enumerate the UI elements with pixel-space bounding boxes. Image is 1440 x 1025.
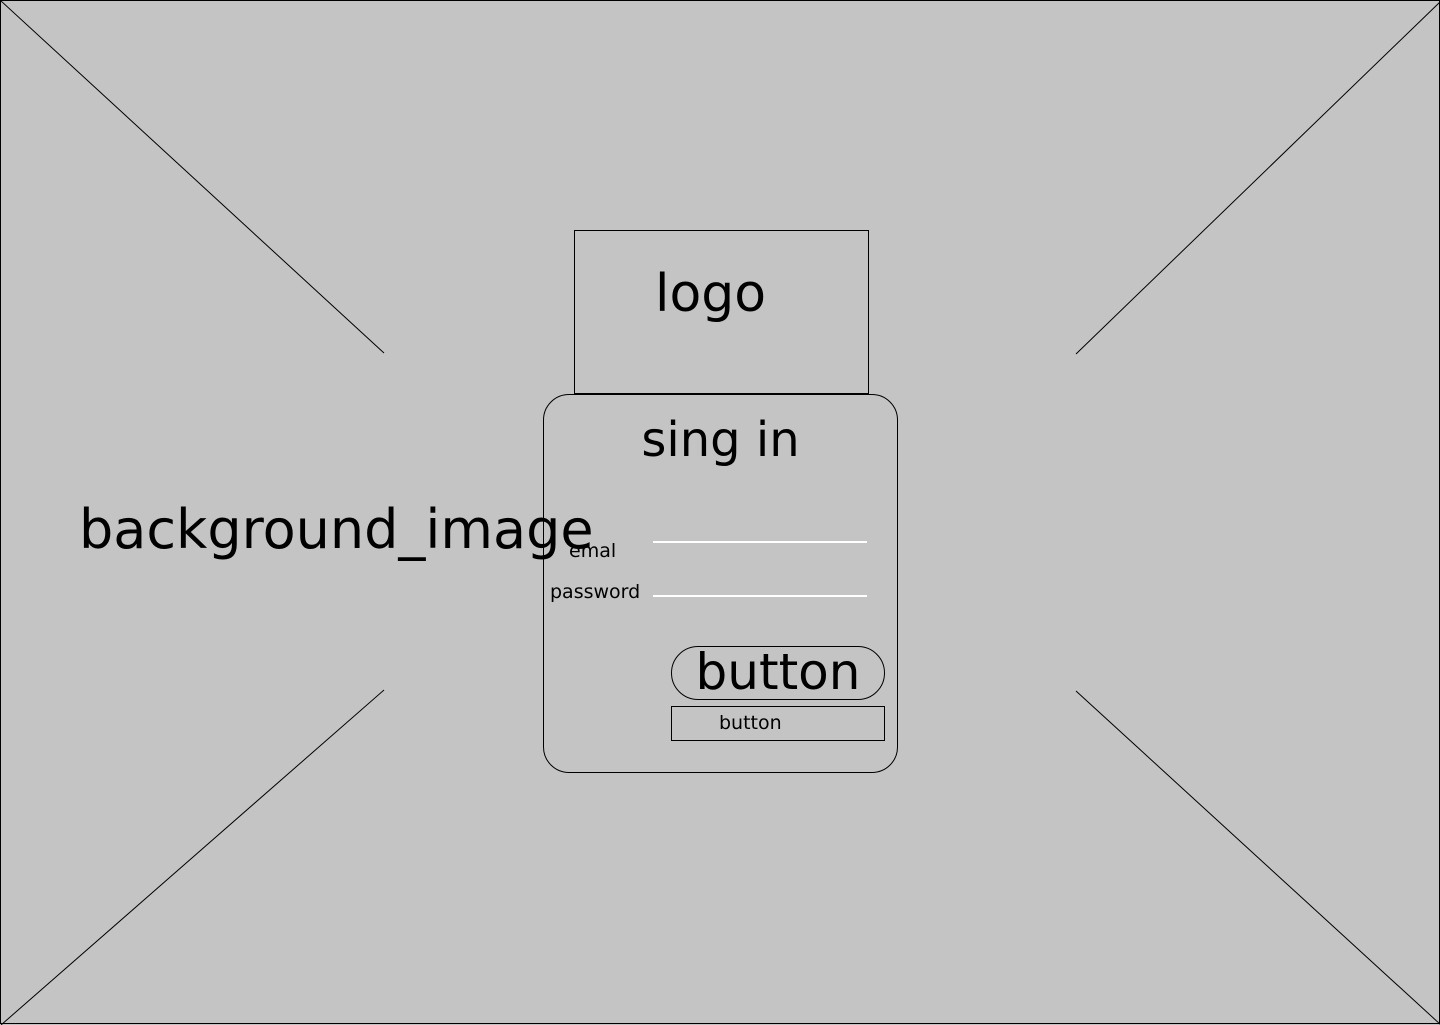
logo: logo	[574, 230, 869, 394]
email-label: emal	[569, 540, 617, 562]
primary-button[interactable]: button	[671, 646, 885, 700]
password-label: password	[550, 581, 641, 603]
background-image-label: background_image	[79, 498, 594, 561]
diagonal-top-left	[1, 1, 385, 354]
logo-label: logo	[655, 264, 767, 324]
secondary-button[interactable]: button	[671, 706, 885, 741]
password-field[interactable]	[653, 595, 867, 597]
diagonal-top-right	[1075, 1, 1440, 355]
email-field[interactable]	[653, 541, 867, 543]
diagonal-bottom-left	[1, 689, 385, 1025]
diagonal-bottom-right	[1075, 690, 1440, 1025]
signin-card: sing in emal password button button	[543, 394, 898, 773]
signin-title: sing in	[641, 412, 800, 468]
